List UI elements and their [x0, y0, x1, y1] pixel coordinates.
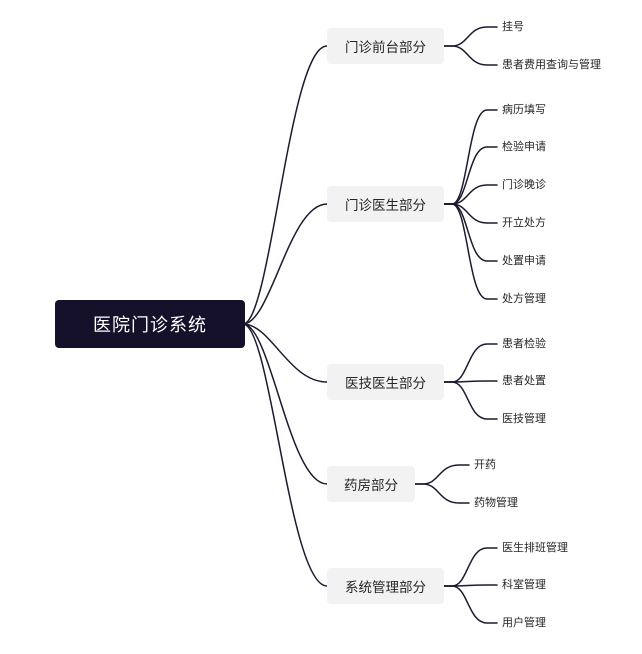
connector-branch-2-to-leaf-5	[443, 203, 498, 262]
connector-root-to-branch-2	[242, 203, 328, 325]
leaf-doctor-scheduling-management: 医生排班管理	[502, 541, 568, 554]
connector-branch-3-to-leaf-2	[443, 380, 498, 383]
connector-root-to-branch-4	[242, 323, 328, 485]
connector-branch-1-to-leaf-1	[443, 26, 498, 47]
connector-branch-2-to-leaf-1	[443, 109, 498, 205]
leaf-issue-prescription: 开立处方	[502, 216, 546, 229]
connector-root-to-branch-5	[242, 323, 328, 587]
connector-branch-5-to-leaf-3	[443, 585, 498, 624]
connector-root-to-branch-1	[242, 45, 328, 325]
branch-node-system-management: 系统管理部分	[327, 568, 444, 604]
connector-branch-2-to-leaf-6	[443, 203, 498, 300]
leaf-patient-treatment: 患者处置	[502, 374, 546, 387]
connector-branch-2-to-leaf-3	[443, 184, 498, 205]
connector-root-to-branch-3	[242, 323, 328, 383]
connector-branch-5-to-leaf-2	[443, 584, 498, 587]
leaf-treatment-request: 处置申请	[502, 254, 546, 267]
connector-branch-1-to-leaf-2	[443, 45, 498, 66]
branch-node-front-desk: 门诊前台部分	[327, 28, 444, 64]
branch-node-outpatient-doctor: 门诊医生部分	[327, 186, 444, 222]
leaf-medical-record-entry: 病历填写	[502, 103, 546, 116]
leaf-lab-test-request: 检验申请	[502, 140, 546, 153]
branch-node-pharmacy: 药房部分	[327, 466, 415, 502]
connector-branch-2-to-leaf-4	[443, 203, 498, 224]
leaf-medical-tech-management: 医技管理	[502, 412, 546, 425]
leaf-user-management: 用户管理	[502, 616, 546, 629]
leaf-drug-management: 药物管理	[474, 496, 518, 509]
connector-branch-3-to-leaf-3	[443, 381, 498, 420]
leaf-patient-fee-query-management: 患者费用查询与管理	[502, 58, 601, 71]
leaf-patient-testing: 患者检验	[502, 337, 546, 350]
leaf-department-management: 科室管理	[502, 578, 546, 591]
leaf-dispense-medicine: 开药	[474, 458, 496, 471]
connector-branch-2-to-leaf-2	[443, 146, 498, 205]
leaf-outpatient-evening-clinic: 门诊晚诊	[502, 178, 546, 191]
connector-branch-5-to-leaf-1	[443, 547, 498, 587]
branch-node-medical-tech-doctor: 医技医生部分	[327, 364, 444, 400]
connector-branch-4-to-leaf-2	[414, 483, 470, 504]
leaf-prescription-management: 处方管理	[502, 292, 546, 305]
leaf-registration: 挂号	[502, 20, 524, 33]
root-node: 医院门诊系统	[55, 300, 245, 348]
connector-branch-4-to-leaf-1	[414, 464, 470, 485]
connector-branch-3-to-leaf-1	[443, 343, 498, 383]
